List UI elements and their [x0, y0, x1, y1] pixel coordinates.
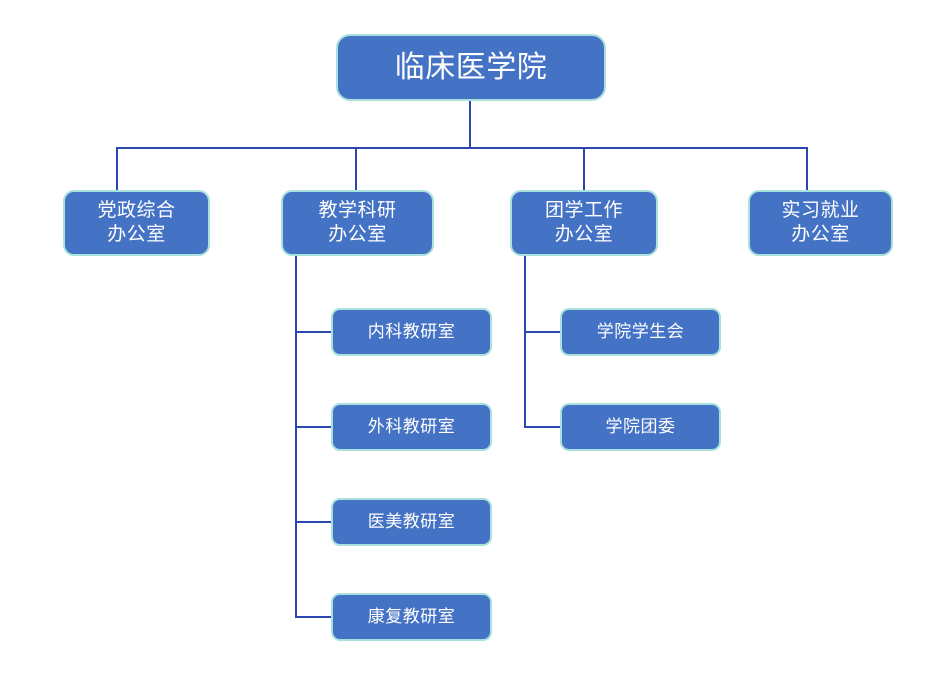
node-party-admin-office[interactable]: 党政综合 办公室 — [63, 190, 210, 256]
connector-stub-n2c3 — [295, 521, 332, 523]
node-rehabilitation-department[interactable]: 康复教研室 — [331, 593, 492, 641]
node-college-student-union[interactable]: 学院学生会 — [560, 308, 721, 356]
connector-stub-n2c4 — [295, 616, 332, 618]
node-youth-league-student-affairs-office[interactable]: 团学工作 办公室 — [510, 190, 658, 256]
node-label: 学院学生会 — [596, 322, 685, 342]
connector-root-stem — [469, 100, 471, 148]
node-label: 康复教研室 — [367, 607, 456, 627]
node-internal-medicine-department[interactable]: 内科教研室 — [331, 308, 492, 356]
connector-drop-n3 — [583, 147, 585, 191]
connector-drop-n2 — [355, 147, 357, 191]
connector-drop-n4 — [806, 147, 808, 191]
connector-stub-n2c2 — [295, 426, 332, 428]
node-label: 内科教研室 — [367, 322, 456, 342]
node-label: 团学工作 办公室 — [544, 200, 623, 245]
connector-level2-bus — [117, 147, 807, 149]
node-root-clinical-medical-college[interactable]: 临床医学院 — [336, 34, 606, 101]
connector-drop-n1 — [116, 147, 118, 191]
connector-trunk-n2 — [295, 255, 297, 617]
node-medical-aesthetics-department[interactable]: 医美教研室 — [331, 498, 492, 546]
node-label: 学院团委 — [605, 417, 676, 437]
node-label: 外科教研室 — [367, 417, 456, 437]
node-surgery-department[interactable]: 外科教研室 — [331, 403, 492, 451]
node-internship-employment-office[interactable]: 实习就业 办公室 — [748, 190, 893, 256]
node-college-youth-league-committee[interactable]: 学院团委 — [560, 403, 721, 451]
connector-stub-n3c2 — [524, 426, 562, 428]
node-label: 实习就业 办公室 — [781, 200, 860, 245]
node-label: 临床医学院 — [394, 50, 548, 84]
node-label: 教学科研 办公室 — [318, 200, 397, 245]
connector-trunk-n3 — [524, 255, 526, 427]
connector-stub-n2c1 — [295, 331, 332, 333]
node-label: 党政综合 办公室 — [97, 200, 176, 245]
node-teaching-research-office[interactable]: 教学科研 办公室 — [281, 190, 434, 256]
node-label: 医美教研室 — [367, 512, 456, 532]
connector-stub-n3c1 — [524, 331, 562, 333]
